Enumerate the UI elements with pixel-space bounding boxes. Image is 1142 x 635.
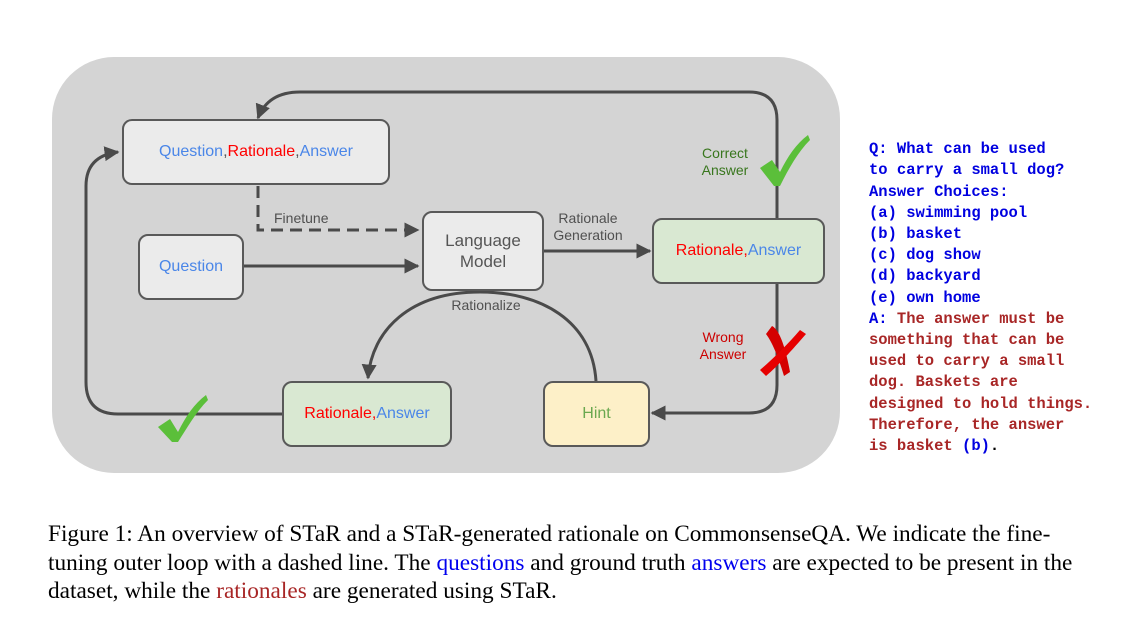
box-question-label: Question	[158, 258, 224, 275]
example-choice: (a) swimming pool	[869, 203, 1028, 222]
example-answer-choice: (b)	[962, 437, 990, 456]
box-language-model: Language Model	[422, 211, 544, 291]
edge-rationalize	[361, 290, 598, 382]
box-rab-sep: ,	[371, 405, 377, 422]
example-rationale: Q: What can be used to carry a small dog?…	[869, 118, 1092, 478]
caption-rationales: rationales	[216, 578, 307, 604]
check-icon-bottom	[158, 395, 208, 442]
box-ra-rationale: Rationale	[675, 242, 744, 259]
caption-answers: answers	[691, 549, 767, 576]
label-wrong-line2: Answer	[699, 346, 747, 362]
box-lm-line1: Language	[445, 231, 521, 250]
label-correct-line2: Answer	[701, 162, 749, 178]
box-rationale-answer-generated: Rationale, Answer	[652, 218, 825, 284]
box-question-rationale-answer: Question, Rationale, Answer	[122, 119, 390, 185]
box-lm-line2: Model	[459, 252, 507, 271]
example-choice: (c) dog show	[869, 246, 981, 265]
example-answer-line: something that can be	[869, 331, 1065, 350]
box-rab-rationale: Rationale	[304, 405, 372, 422]
example-question-line: Q: What can be used	[869, 140, 1046, 159]
box-qra-sep: ,	[223, 143, 228, 160]
caption-text: and ground truth	[524, 549, 692, 576]
box-hint-label: Hint	[582, 405, 611, 422]
example-answer-text: is basket	[869, 437, 963, 456]
example-question-line: Answer Choices:	[869, 182, 1009, 201]
example-choice: (e) own home	[869, 288, 981, 307]
example-answer-line: Therefore, the answer	[869, 415, 1065, 434]
example-choice: (b) basket	[869, 225, 963, 244]
example-answer-text: The answer must be	[887, 309, 1065, 328]
box-ra-answer: Answer	[747, 242, 802, 259]
box-qra-answer: Answer	[299, 143, 353, 160]
example-answer-last-line: is basket (b).	[869, 436, 1092, 457]
figure-caption: Figure 1: An overview of STaR and a STaR…	[48, 520, 1108, 606]
caption-text: Figure 1: An overview of STaR and a STaR…	[48, 521, 1051, 576]
example-answer-line: used to carry a small	[869, 352, 1065, 371]
label-rationalize: Rationalize	[451, 297, 521, 313]
cross-icon-wrong	[760, 326, 806, 376]
label-finetune: Finetune	[274, 210, 329, 226]
box-qra-rationale: Rationale	[227, 143, 296, 160]
example-answer-end: .	[989, 437, 1000, 456]
caption-questions: questions	[436, 549, 525, 576]
example-answer-first-line: A: The answer must be	[869, 309, 1092, 330]
edge-bottom-loop	[84, 146, 282, 416]
box-rationale-answer-rationalized: Rationale, Answer	[282, 381, 452, 447]
edge-finetune	[256, 186, 420, 238]
box-qra-sep: ,	[295, 143, 300, 160]
box-qra-question: Question	[159, 143, 224, 160]
example-answer-line: designed to hold things.	[869, 394, 1093, 413]
label-correct-answer: Correct Answer	[693, 145, 757, 179]
box-ra-sep: ,	[743, 242, 748, 259]
example-question-line: to carry a small dog?	[869, 161, 1065, 180]
box-question: Question	[138, 234, 244, 300]
label-rg-line2: Generation	[553, 227, 623, 243]
example-answer-line: dog. Baskets are	[869, 373, 1018, 392]
edge-correct-loop	[255, 90, 779, 218]
box-rab-answer: Answer	[376, 405, 430, 422]
example-choice: (d) backyard	[869, 267, 981, 286]
box-hint: Hint	[543, 381, 650, 447]
edge-wrong-to-hint	[650, 284, 779, 421]
label-wrong-answer: Wrong Answer	[694, 329, 752, 363]
example-answer-prefix: A:	[869, 309, 888, 328]
label-wrong-line1: Wrong	[702, 329, 744, 345]
check-icon-correct	[760, 135, 810, 186]
label-correct-line1: Correct	[702, 145, 748, 161]
caption-text: are generated using STaR.	[306, 578, 557, 604]
label-rg-line1: Rationale	[558, 210, 618, 226]
caption-text: are expected to be present in the datase…	[48, 549, 1073, 605]
label-rationale-generation: Rationale Generation	[546, 210, 630, 244]
